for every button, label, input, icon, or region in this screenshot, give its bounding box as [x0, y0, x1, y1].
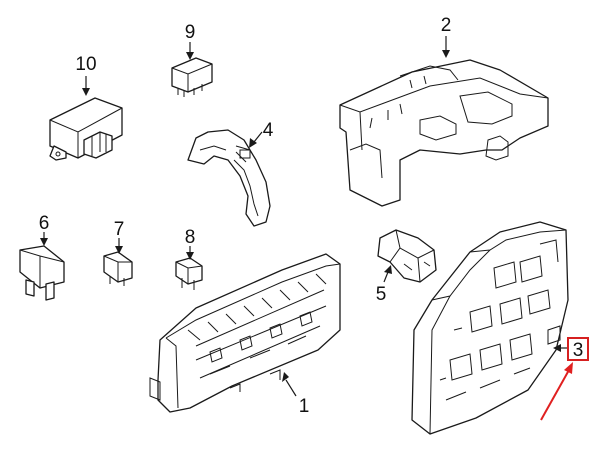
callout-4: 4: [249, 120, 274, 148]
arrowhead: [553, 344, 561, 352]
callout-7: 7: [114, 219, 125, 254]
callout-label-3: 3: [573, 340, 584, 361]
callout-label-9: 9: [185, 22, 196, 43]
callout-label-7: 7: [114, 219, 125, 240]
highlight-arrow: [540, 362, 573, 421]
arrowhead: [186, 52, 194, 60]
arrowhead: [384, 265, 392, 274]
callout-label-5: 5: [376, 284, 387, 305]
callout-label-1: 1: [299, 396, 310, 417]
callout-label-10: 10: [75, 54, 96, 75]
arrowhead: [115, 246, 123, 254]
part-10-relay-module: [49, 97, 123, 161]
part-2-upper-housing: [339, 59, 549, 207]
callout-6: 6: [39, 213, 50, 246]
callout-3: 3: [553, 337, 589, 361]
arrowhead: [82, 88, 90, 96]
highlight-arrowhead: [564, 362, 573, 374]
arrowhead: [282, 372, 289, 382]
callout-3-highlight-box: [567, 337, 589, 361]
arrowhead: [249, 138, 257, 148]
arrowhead: [442, 50, 450, 58]
callout-label-4: 4: [263, 120, 274, 141]
part-1-fuse-box: [149, 253, 341, 413]
callout-label-6: 6: [39, 213, 50, 234]
callout-10: 10: [75, 54, 97, 96]
arrowhead: [40, 238, 48, 246]
callout-label-2: 2: [441, 15, 452, 36]
callout-9: 9: [185, 22, 196, 60]
callout-5: 5: [376, 265, 392, 305]
part-3-fuse-box: [411, 221, 569, 435]
part-9-small-relay: [171, 57, 213, 97]
callout-2: 2: [441, 15, 452, 58]
part-8-micro-fuse: [175, 257, 203, 290]
arrowhead: [186, 252, 194, 260]
part-4-bracket: [187, 129, 271, 227]
part-5-connector: [377, 229, 437, 283]
callout-1: 1: [282, 372, 309, 417]
part-6-maxi-fuse: [19, 245, 65, 301]
callout-8: 8: [185, 227, 196, 260]
part-7-mini-fuse: [103, 251, 133, 286]
callout-label-8: 8: [185, 227, 196, 248]
